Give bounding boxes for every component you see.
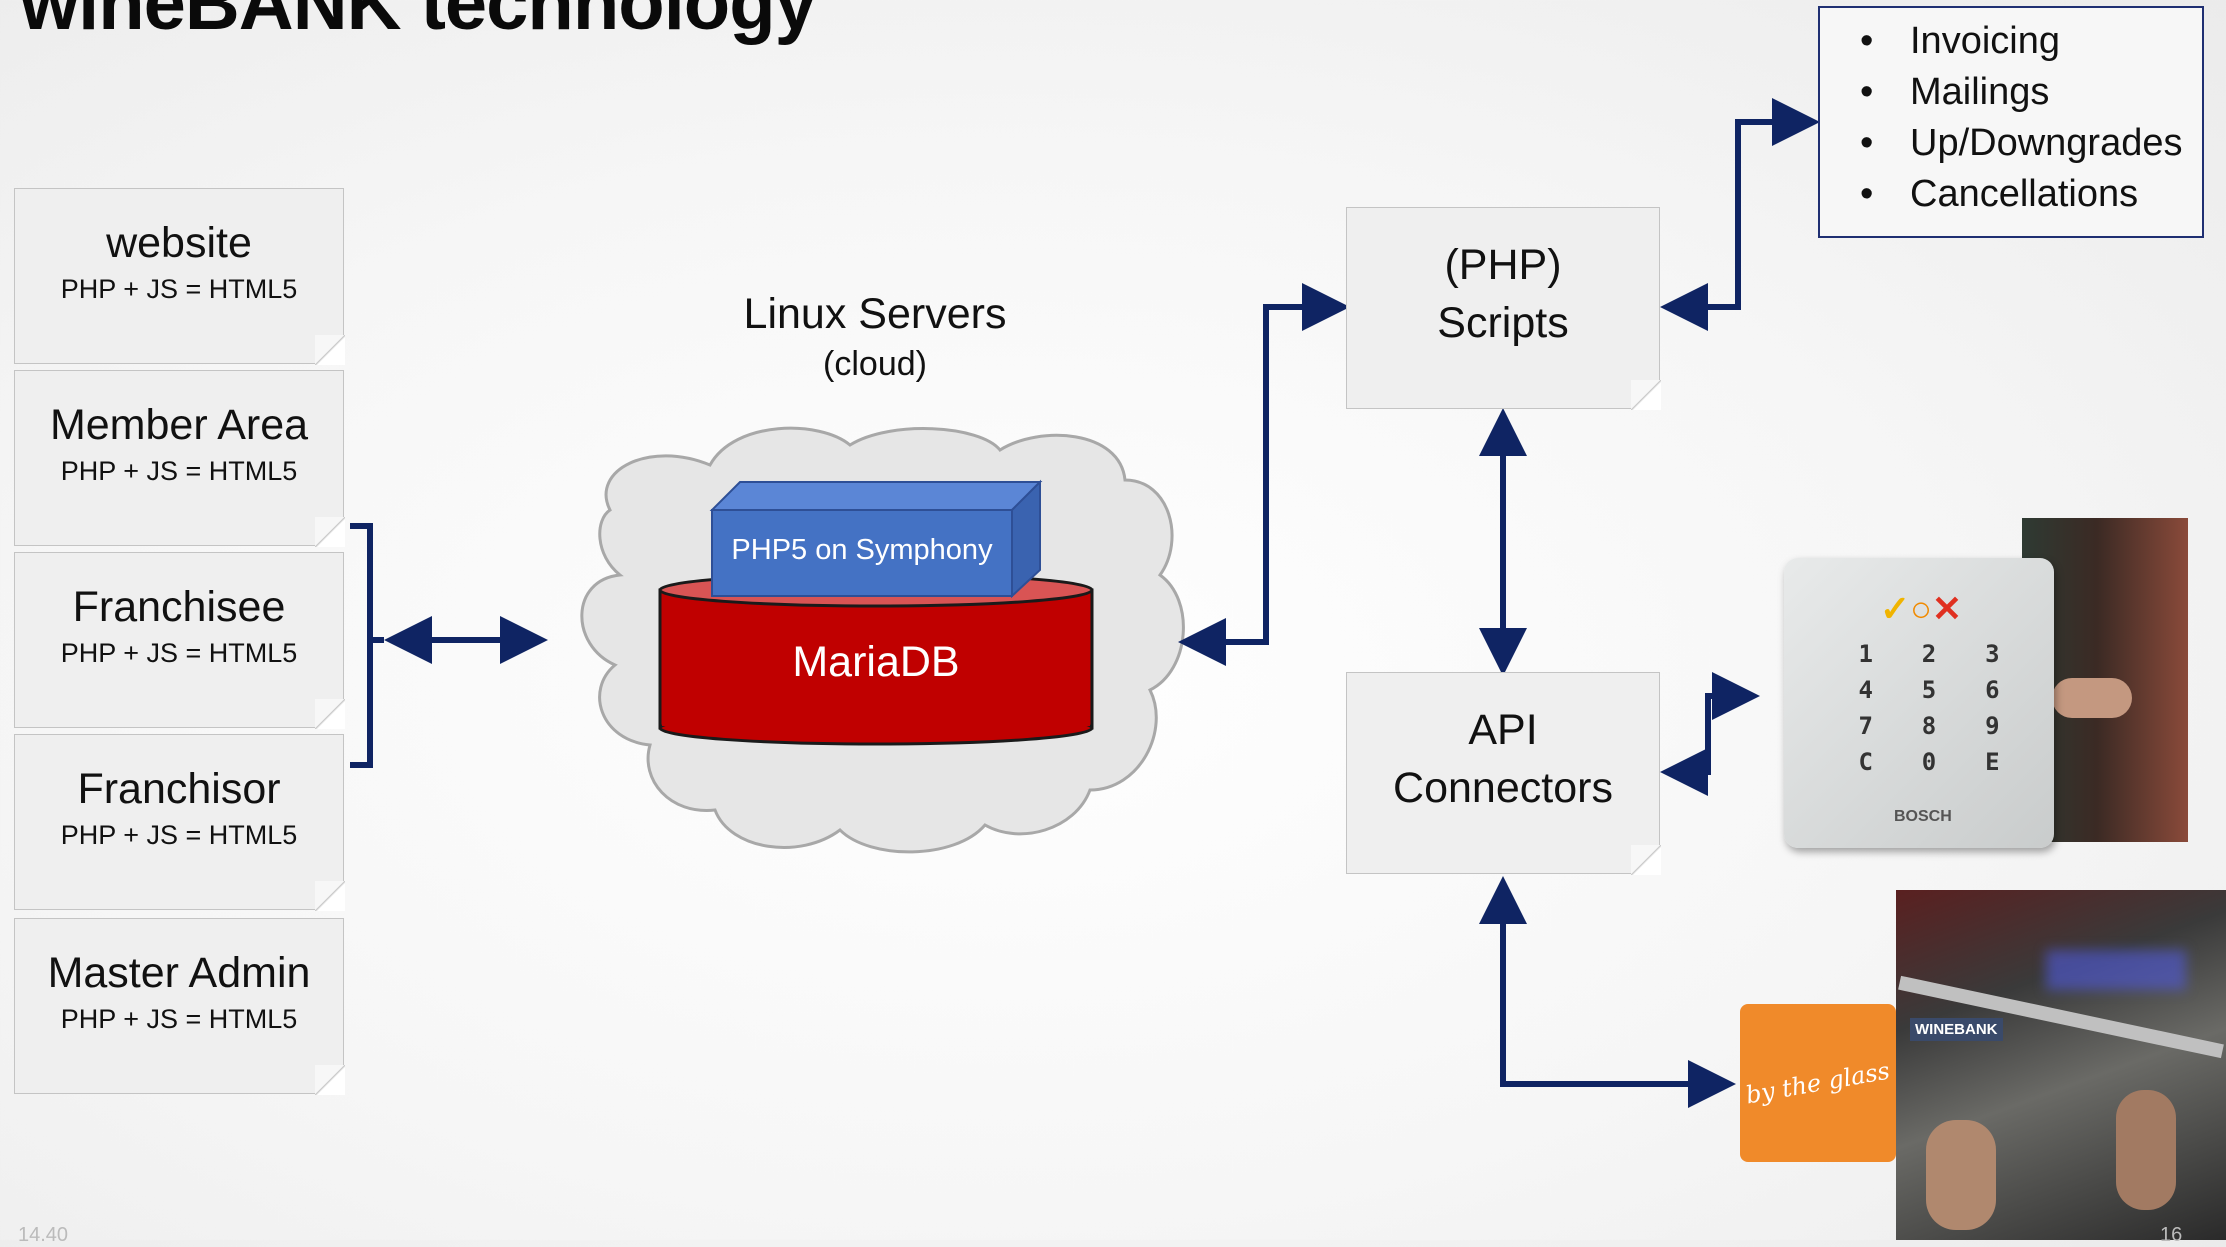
connectors-line2: Connectors (1393, 764, 1613, 812)
key: 7 (1858, 712, 1873, 740)
key: 0 (1921, 748, 1937, 776)
by-the-glass-logo: by the glass (1740, 1004, 1896, 1162)
key: 2 (1921, 640, 1937, 668)
cross-icon: ✕ (1931, 588, 1963, 629)
script-tasks-list: Invoicing Mailings Up/Downgrades Cancell… (1820, 8, 2202, 220)
client-name: website (106, 219, 252, 267)
page-curl (1631, 845, 1661, 875)
key: 8 (1921, 712, 1937, 740)
connectors-keypad-arrow (1660, 672, 1760, 796)
servers-subtitle: (cloud) (823, 345, 927, 383)
key: 9 (1985, 712, 2000, 740)
scripts-line2: Scripts (1437, 299, 1569, 347)
hand-shape (1926, 1120, 1996, 1230)
scripts-line1: (PHP) (1444, 241, 1562, 289)
client-master-admin-note: Master Admin PHP + JS = HTML5 (14, 918, 345, 1095)
framework-box (709, 479, 1043, 599)
key: E (1985, 748, 2000, 776)
client-name: Franchisor (77, 765, 281, 813)
page-curl (315, 1065, 345, 1095)
bottle-glow (2046, 950, 2186, 990)
list-item: Invoicing (1860, 16, 2202, 67)
connectors-logo-arrow (1479, 876, 1736, 1108)
slide-number: 16 (2160, 1224, 2183, 1246)
key: 1 (1858, 640, 1873, 668)
client-name: Franchisee (72, 583, 286, 631)
php-scripts-note: (PHP) Scripts (1346, 207, 1661, 410)
framework-label: PHP5 on Symphony (731, 534, 993, 566)
slide-title: wineBANK technology (20, 0, 817, 46)
connectors-line1: API (1468, 706, 1538, 754)
keypad-device: ✓○✕ 1 2 3 4 5 6 7 8 9 C 0 E BOSCH (1784, 558, 2054, 848)
keypad-grid: 1 2 3 4 5 6 7 8 9 C 0 E (1834, 640, 2024, 776)
client-name: Member Area (49, 401, 309, 449)
client-franchisor-note: Franchisor PHP + JS = HTML5 (14, 734, 345, 911)
hand-shape (2116, 1090, 2176, 1210)
client-website-note: website PHP + JS = HTML5 (14, 188, 345, 365)
key: 5 (1921, 676, 1937, 704)
client-name: Master Admin (47, 949, 311, 997)
page-curl (315, 699, 345, 729)
client-tech: PHP + JS = HTML5 (60, 456, 298, 486)
client-tech: PHP + JS = HTML5 (60, 638, 298, 668)
servers-title: Linux Servers (743, 290, 1007, 338)
client-bracket (350, 523, 384, 768)
key: 3 (1985, 640, 2000, 668)
list-item: Mailings (1860, 67, 2202, 118)
client-tech: PHP + JS = HTML5 (60, 820, 298, 850)
logo-text: by the glass (1743, 1056, 1893, 1110)
page-curl (315, 517, 345, 547)
client-member-area-note: Member Area PHP + JS = HTML5 (14, 370, 345, 547)
script-tasks-box: Invoicing Mailings Up/Downgrades Cancell… (1818, 6, 2204, 238)
client-tech: PHP + JS = HTML5 (60, 1004, 298, 1034)
page-curl (315, 881, 345, 911)
scripts-tasks-arrow (1660, 98, 1820, 331)
list-item: Cancellations (1860, 169, 2202, 220)
client-franchisee-note: Franchisee PHP + JS = HTML5 (14, 552, 345, 729)
database-label: MariaDB (792, 638, 960, 686)
page-curl (1631, 380, 1661, 410)
circle-icon: ○ (1910, 588, 1932, 629)
cloud-scripts-arrow (1178, 283, 1350, 666)
client-tech: PHP + JS = HTML5 (60, 274, 298, 304)
key: 6 (1985, 676, 2000, 704)
api-connectors-note: API Connectors (1346, 672, 1661, 875)
slide-date: 14.40 (18, 1224, 69, 1246)
dispenser-sign: WINEBANK (1910, 1018, 2003, 1041)
page-curl (315, 335, 345, 365)
key: C (1858, 748, 1873, 776)
servers-label: Linux Servers (cloud) (700, 290, 1050, 384)
keypad-status-icons: ✓○✕ (1880, 588, 1962, 630)
hand-silhouette (2052, 678, 2132, 718)
wine-dispenser-photo: WINEBANK (1896, 890, 2226, 1240)
check-icon: ✓ (1880, 588, 1911, 629)
keypad-photo: ✓○✕ 1 2 3 4 5 6 7 8 9 C 0 E BOSCH (1784, 518, 2188, 850)
keypad-brand: BOSCH (1894, 808, 1952, 825)
list-item: Up/Downgrades (1860, 118, 2202, 169)
key: 4 (1858, 676, 1873, 704)
